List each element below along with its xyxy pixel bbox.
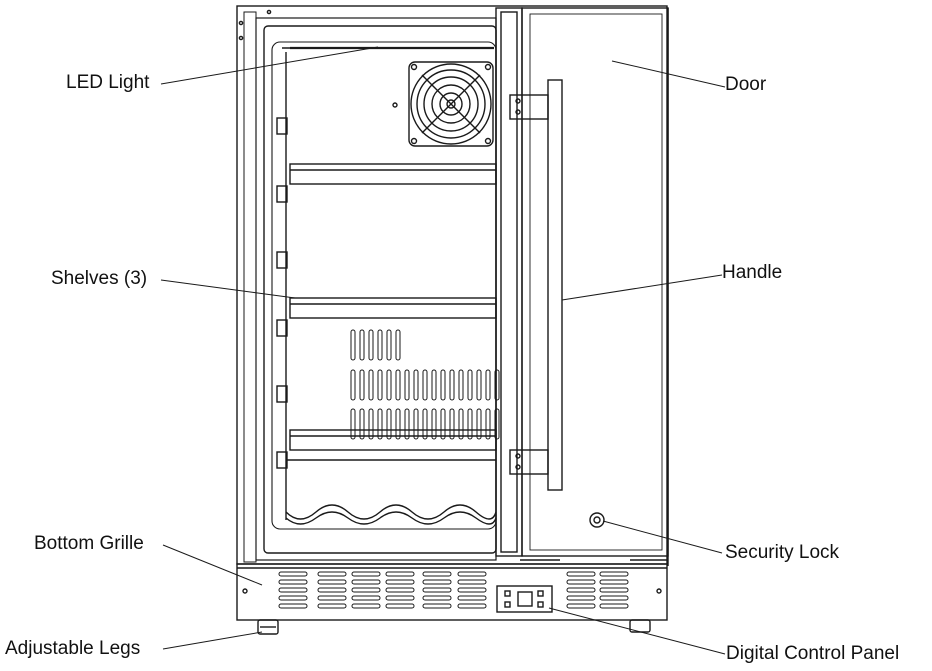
leader-lines [160, 46, 726, 655]
security-lock-icon [589, 512, 605, 528]
label-digital-control-panel: Digital Control Panel [726, 643, 900, 664]
cabinet-body [236, 5, 668, 565]
interior-liner [255, 17, 497, 561]
adjustable-leg-left [257, 619, 279, 635]
shelf-2 [289, 297, 497, 319]
shelf-3 [289, 429, 497, 451]
shelf-1 [289, 163, 497, 185]
label-door: Door [725, 74, 767, 95]
fan-icon [392, 61, 494, 147]
label-adjustable-legs: Adjustable Legs [5, 638, 141, 659]
bottom-grille [236, 559, 668, 621]
shelf-supports [276, 117, 288, 469]
label-security-lock: Security Lock [725, 542, 840, 563]
label-bottom-grille: Bottom Grille [34, 533, 144, 554]
label-handle: Handle [722, 262, 783, 283]
digital-control-panel [496, 585, 553, 613]
label-led-light: LED Light [66, 72, 150, 93]
rear-vent-slots [350, 329, 500, 440]
door [495, 7, 669, 566]
grille-slots [278, 571, 629, 609]
bottom-wave-rack [285, 459, 497, 525]
label-shelves: Shelves (3) [51, 268, 148, 289]
door-handle [509, 79, 563, 491]
